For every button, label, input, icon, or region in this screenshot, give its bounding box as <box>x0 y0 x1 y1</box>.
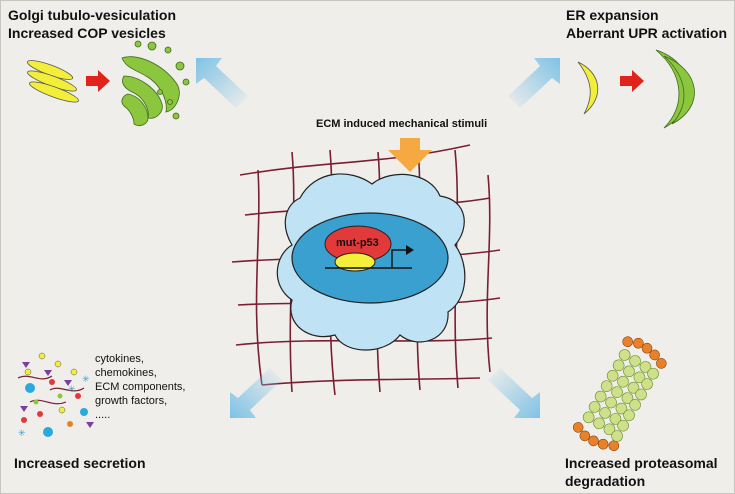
red-arrow-er <box>620 70 644 92</box>
secreted-factor-2: ECM components, <box>95 381 186 393</box>
svg-text:✳: ✳ <box>82 375 90 385</box>
golgi-fragmented <box>121 40 190 126</box>
secretion-label: Increased secretion <box>14 455 146 471</box>
red-arrow-golgi <box>86 70 110 92</box>
er-expanded <box>655 49 695 129</box>
svg-text:✳: ✳ <box>68 385 76 395</box>
secreted-factor-3: growth factors, <box>95 395 168 407</box>
arrow-to-proteasome <box>488 368 540 418</box>
golgi-label-line1: Golgi tubulo-vesiculation <box>8 7 176 23</box>
transcription-arrow <box>391 249 408 268</box>
secreted-factor-0: cytokines, <box>95 353 144 365</box>
golgi-label-line2: Increased COP vesicles <box>8 25 166 41</box>
er-normal <box>577 61 599 115</box>
arrow-to-golgi <box>196 58 248 108</box>
er-label-line2: Aberrant UPR activation <box>566 25 728 41</box>
cofactor-yellow <box>334 252 376 272</box>
proteasomal-label-line2: degradation <box>565 473 646 489</box>
arrow-to-secretion <box>230 368 282 418</box>
proteasome <box>572 336 667 452</box>
arrow-to-er <box>508 58 560 108</box>
secreted-factor-4: ..... <box>95 409 111 421</box>
ecm-stimuli-label: ECM induced mechanical stimuli <box>316 118 488 130</box>
svg-text:✳: ✳ <box>18 429 26 439</box>
proteasomal-label-line1: Increased proteasomal <box>565 455 718 471</box>
golgi-normal <box>26 60 79 103</box>
secreted-factor-1: chemokines, <box>95 367 157 379</box>
transcription-arrowhead <box>406 245 414 255</box>
secreted-particles: ✳ ✳ ✳ <box>17 352 94 439</box>
er-label-line1: ER expansion <box>566 7 659 23</box>
stimuli-arrow <box>388 138 432 172</box>
mut-p53-label: mut-p53 <box>336 237 379 249</box>
